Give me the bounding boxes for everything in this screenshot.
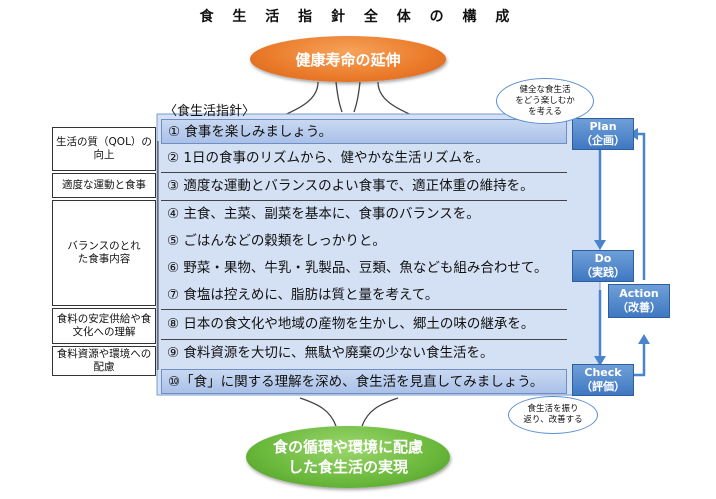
- page-title: 食 生 活 指 針 全 体 の 構 成: [199, 9, 517, 25]
- cycle-action: Action（改善）: [608, 284, 670, 318]
- separator: [161, 172, 567, 173]
- category-balance: バランスのとれた食事内容: [52, 200, 156, 306]
- cycle-do: Do（実践）: [572, 250, 634, 282]
- goal-oval-healthy-life: 健康寿命の延伸: [250, 36, 446, 82]
- category-food-culture: 食料の安定供給や食文化への理解: [52, 308, 156, 344]
- guideline-3: ③ 適度な運動とバランスのよい食事で、適正体重の維持を。: [167, 178, 534, 194]
- guideline-7: ⑦ 食塩は控えめに、脂肪は質と量を考えて。: [167, 287, 439, 303]
- guideline-1: ① 食事を楽しみましょう。: [161, 119, 567, 144]
- bubble-check-note: 食生活を振り返り、改善する: [508, 396, 598, 434]
- guideline-10: ⑩「食」に関する理解を深め、食生活を見直してみましょう。: [161, 369, 567, 394]
- guideline-5: ⑤ ごはんなどの穀類をしっかりと。: [167, 233, 386, 249]
- guideline-4: ④ 主食、主菜、副菜を基本に、食事のバランスを。: [167, 206, 480, 222]
- category-qol: 生活の質（QOL）の向上: [52, 127, 156, 171]
- guideline-2: ② 1日の食事のリズムから、健やかな生活リズムを。: [167, 150, 489, 166]
- cycle-plan: Plan（企画）: [572, 118, 634, 150]
- guideline-6: ⑥ 野菜・果物、牛乳・乳製品、豆類、魚なども組み合わせて。: [167, 260, 548, 276]
- bubble-plan-note: 健全な食生活をどう楽しむかを考える: [496, 78, 594, 124]
- category-resources: 食料資源や環境への配慮: [52, 346, 156, 376]
- goal-oval-food-cycle: 食の循環や環境に配慮した食生活の実現: [246, 426, 450, 488]
- category-exercise: 適度な運動と食事: [52, 173, 156, 198]
- guideline-8: ⑧ 日本の食文化や地域の産物を生かし、郷土の味の継承を。: [167, 316, 535, 332]
- separator: [161, 309, 567, 310]
- guideline-9: ⑨ 食料資源を大切に、無駄や廃棄の少ない食生活を。: [167, 345, 494, 361]
- separator: [161, 339, 567, 340]
- section-label: 〈食生活指針〉: [164, 104, 256, 119]
- separator: [161, 200, 567, 201]
- cycle-check: Check（評価）: [572, 364, 634, 396]
